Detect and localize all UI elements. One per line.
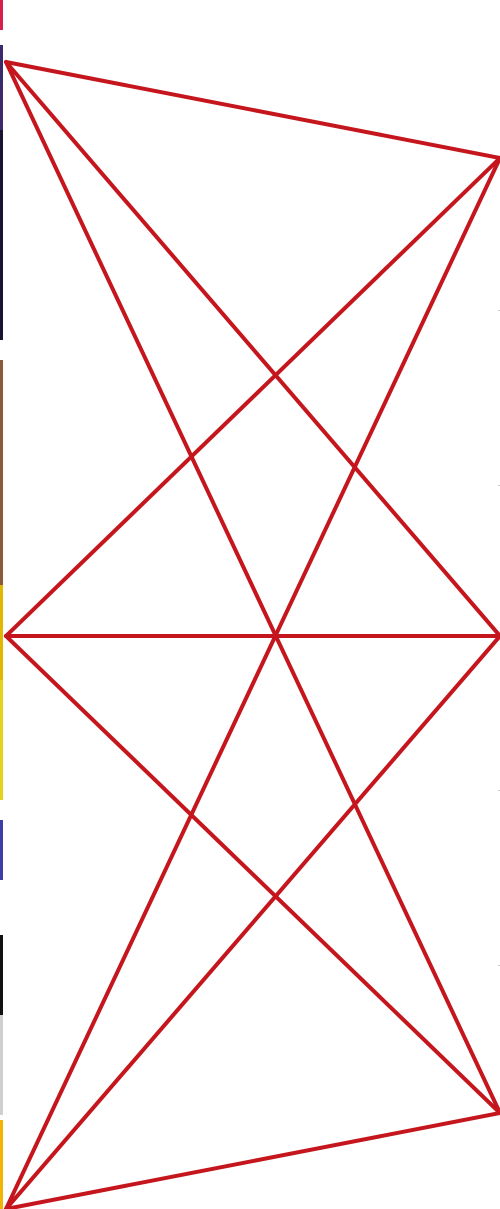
connector-line-upper-right-to-bottom-left [6,158,500,1209]
connector-line-lower-right-to-bottom-left [6,1113,500,1209]
connector-line-top-left-to-lower-right [6,62,500,1113]
connector-line-middle-right-to-bottom-left [6,636,500,1209]
connector-line-upper-right-to-middle-left [6,158,500,636]
connector-line-middle-left-to-lower-right [6,636,500,1113]
connector-line-top-left-to-upper-right [6,62,500,158]
connector-line-top-left-to-middle-right [6,62,500,636]
